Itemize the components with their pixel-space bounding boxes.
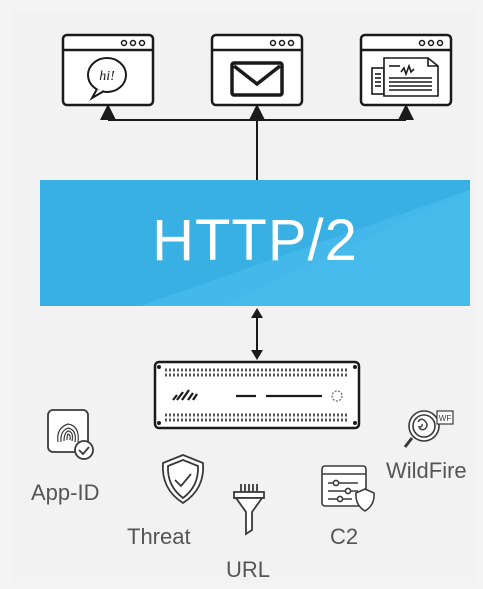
http2-banner xyxy=(40,180,470,306)
settings-panel-shield-icon xyxy=(321,465,375,512)
envelope-icon xyxy=(230,61,284,97)
arrow-down-to-firewall xyxy=(251,350,263,360)
firewall-logo-icon xyxy=(172,389,198,401)
firewall-appliance-icon xyxy=(153,360,361,430)
arrow-up-to-banner xyxy=(251,308,263,318)
wildfire-label: WildFire xyxy=(386,458,467,483)
wildfire-magnifier-icon: WF xyxy=(403,410,454,448)
news-window xyxy=(359,33,453,107)
c2-label: C2 xyxy=(330,524,359,549)
http2-banner-label: HTTP/2 xyxy=(152,207,358,273)
app-id-label: App-ID xyxy=(31,480,100,505)
shield-check-icon xyxy=(161,454,205,505)
filter-funnel-icon xyxy=(233,484,265,536)
connector-lines xyxy=(100,104,414,350)
wildfire-badge-text: WF xyxy=(439,414,452,423)
threat-label: Threat xyxy=(127,524,191,549)
chat-window: hi! xyxy=(61,33,155,107)
url-label: URL xyxy=(226,557,271,582)
fingerprint-check-icon xyxy=(47,409,94,460)
double-arrow-heads xyxy=(251,308,263,360)
speech-bubble-text: hi! xyxy=(99,69,115,84)
newspaper-icon xyxy=(371,57,439,97)
speech-bubble-icon: hi! xyxy=(87,57,127,101)
email-window xyxy=(210,33,304,107)
